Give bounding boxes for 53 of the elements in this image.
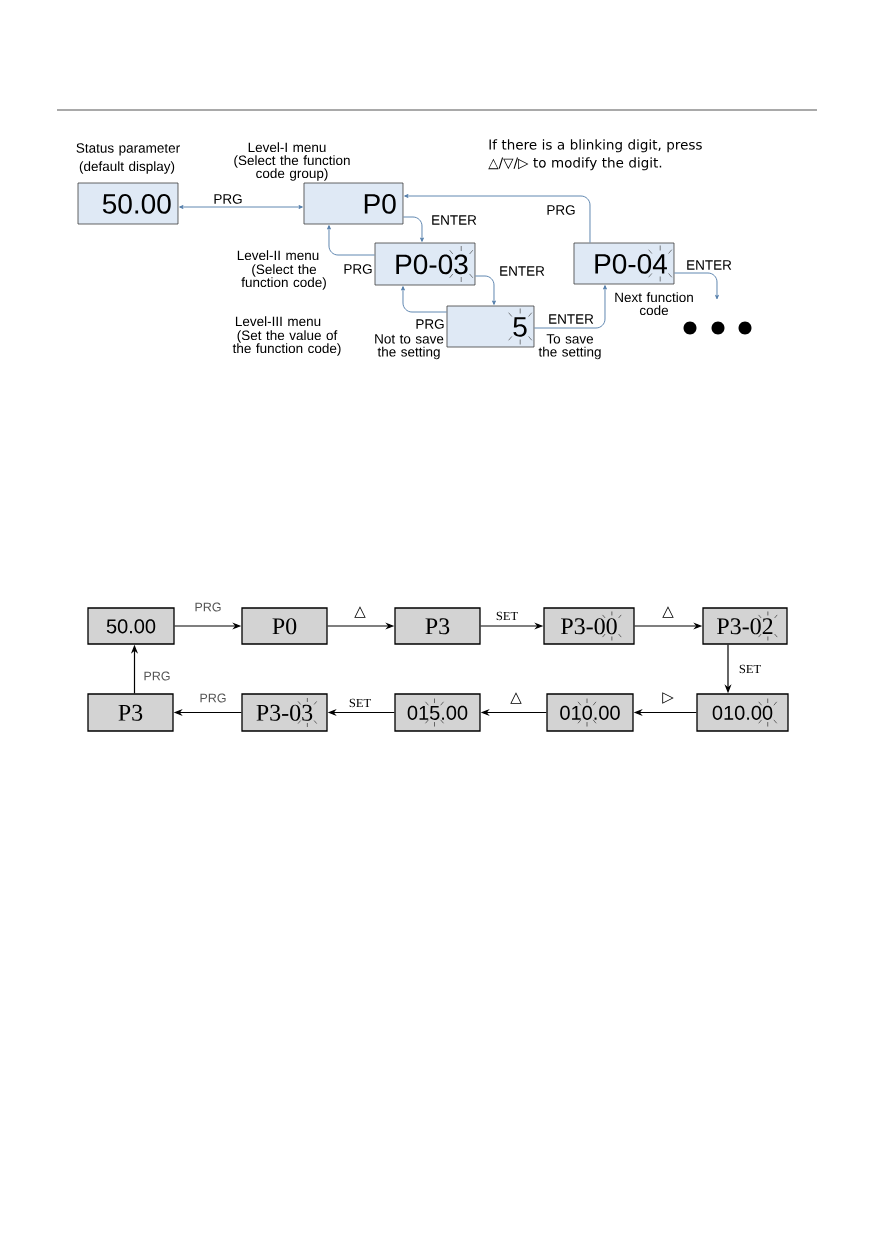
edge-label: PRG: [545, 204, 577, 216]
edge-label: PRG: [198, 693, 228, 704]
edge-label: SET: [495, 611, 519, 621]
edge-label: PRG: [193, 602, 223, 613]
arrow: [401, 286, 448, 313]
display-box: 5: [446, 305, 535, 348]
annotation-text: To save the setting: [538, 334, 601, 360]
arrow: [474, 275, 496, 305]
caption-text: (Select the function code group): [234, 155, 350, 181]
edge-label: PRG: [342, 263, 374, 275]
arrow: [327, 225, 376, 256]
arrow: [673, 272, 719, 300]
display-box: 010.00: [696, 693, 789, 732]
edge-label: ▷: [661, 691, 675, 705]
display-box: 010.00: [546, 693, 634, 732]
edge-label: PRG: [212, 193, 244, 205]
edge-label: ENTER: [498, 265, 546, 277]
edge-label: PRG: [142, 671, 172, 682]
display-box: P0: [303, 182, 404, 225]
display-box: P0-04: [573, 242, 675, 285]
edge-label: SET: [348, 698, 372, 708]
heading-text: Level-II menu: [237, 250, 319, 261]
double-arrow: [179, 205, 303, 209]
edge-label: ENTER: [685, 259, 733, 271]
edge-label: SET: [738, 664, 762, 674]
heading-text: Level-III menu: [235, 316, 321, 327]
display-box: P3-00: [543, 607, 635, 645]
display-box: P3-02: [702, 607, 788, 645]
edge-label: △: [509, 691, 523, 705]
note-text: If there is a blinking digit, press △/▽/▷ to modify the digit.: [488, 139, 702, 171]
display-box: 50.00: [87, 607, 175, 645]
display-box: 015.00: [394, 693, 481, 732]
edge-label: △: [661, 605, 675, 619]
caption-text: (default display): [79, 161, 175, 174]
display-box: P3: [394, 607, 481, 645]
display-box: P3-03: [241, 693, 328, 732]
arrow: [533, 285, 607, 329]
edge-label: ENTER: [547, 313, 595, 325]
edge-label: PRG: [414, 318, 446, 330]
heading-text: Level-I menu: [248, 142, 326, 153]
arrow: [402, 216, 424, 242]
heading-text: Status parameter: [76, 143, 180, 156]
edge-label: △: [353, 605, 367, 619]
caption-text: Next function code: [615, 292, 693, 316]
annotation-text: Not to save the setting: [375, 334, 444, 360]
display-box: P3: [87, 693, 174, 732]
display-box: 50.00: [77, 182, 179, 225]
caption-text: (Select the function code): [241, 264, 326, 290]
display-box: P0-03: [374, 242, 476, 286]
arrow: [404, 194, 591, 244]
display-box: P0: [241, 607, 328, 645]
caption-text: (Set the value of the function code): [232, 330, 341, 356]
edge-label: ENTER: [430, 214, 478, 226]
